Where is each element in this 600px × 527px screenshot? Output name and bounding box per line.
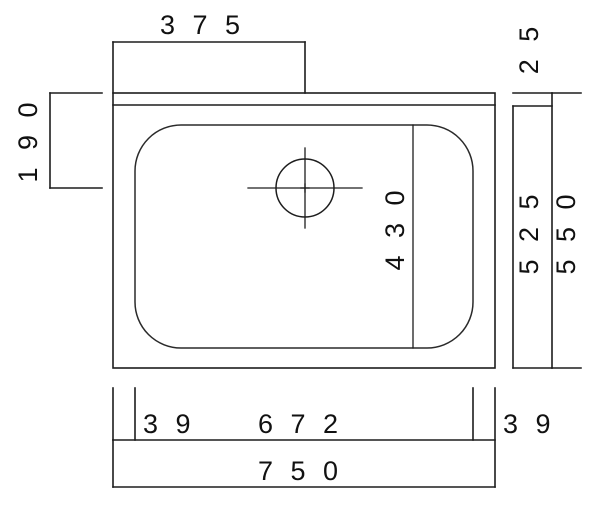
dimension-right-group: [512, 92, 582, 369]
sink-bowl-outline: [134, 124, 474, 349]
label-bottom-39-right: 3 9: [503, 409, 556, 439]
label-550: 5 5 0: [551, 189, 581, 274]
label-bottom-750: 7 5 0: [258, 456, 343, 486]
rim-outer-rect: [112, 92, 496, 369]
dimension-bottom-group: [112, 387, 496, 488]
label-525: 5 2 5: [514, 189, 544, 274]
label-190: 1 9 0: [13, 97, 43, 182]
label-bottom-672: 6 7 2: [258, 409, 343, 439]
label-375: 3 7 5: [160, 10, 245, 40]
label-430: 4 3 0: [380, 185, 410, 270]
dimension-left-190: [49, 92, 103, 189]
label-bottom-39-left: 3 9: [143, 409, 196, 439]
label-25: 2 5: [514, 22, 544, 75]
drain-center-mark: [247, 147, 363, 229]
bowl-rounded-rect: [134, 124, 474, 349]
sink-rim-outline: [112, 92, 496, 369]
dimension-top-375: [112, 41, 306, 94]
